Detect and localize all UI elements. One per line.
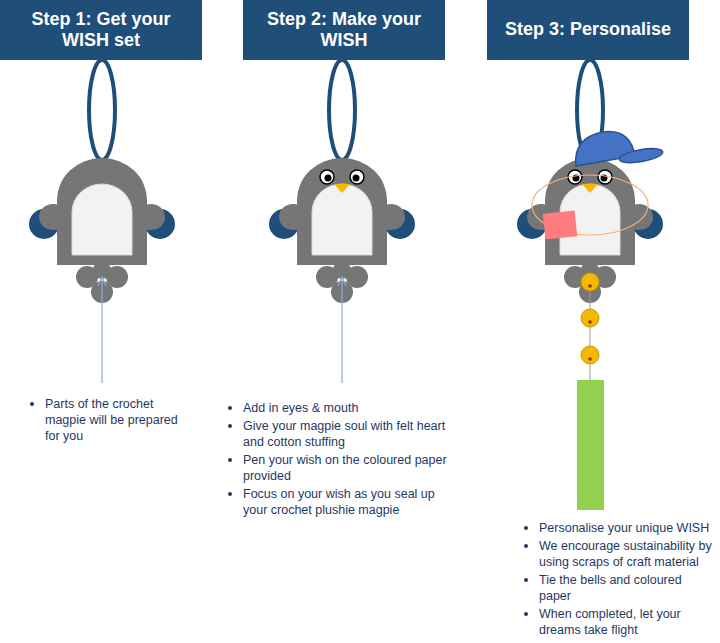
- plain-magpie: [29, 60, 175, 383]
- step-title: Step 3: Personalise: [505, 19, 671, 40]
- bullet-item: Tie the bells and coloured paper: [522, 572, 714, 604]
- bullet-item: Pen your wish on the coloured paper prov…: [226, 452, 462, 484]
- step-header: Step 1: Get your WISH set: [0, 0, 202, 60]
- instruction-text: Parts of the crochet magpie will be prep…: [45, 397, 178, 443]
- bullet-dot: [524, 578, 528, 582]
- bullet-item: When completed, let your dreams take fli…: [522, 606, 714, 638]
- step-title: Step 2: Make your WISH: [251, 9, 437, 51]
- bullet-list: Add in eyes & mouthGive your magpie soul…: [226, 400, 462, 520]
- step-header: Step 2: Make your WISH: [243, 0, 445, 60]
- bullet-item: Give your magpie soul with felt heart an…: [226, 418, 462, 450]
- bullet-dot: [524, 544, 528, 548]
- bullet-dot: [228, 406, 232, 410]
- bullet-item: Parts of the crochet magpie will be prep…: [28, 396, 188, 444]
- bullet-item: Focus on your wish as you seal up your c…: [226, 486, 462, 518]
- instruction-text: Focus on your wish as you seal up your c…: [243, 487, 435, 517]
- bullet-list: Personalise your unique WISH We encourage…: [522, 520, 714, 640]
- instruction-text: When completed, let your dreams take fli…: [539, 607, 681, 637]
- step-header: Step 3: Personalise: [487, 0, 689, 60]
- bullet-dot: [228, 424, 232, 428]
- instruction-text: We encourage sustainability by using scr…: [539, 539, 712, 569]
- decorated-magpie: [517, 60, 664, 510]
- instruction-text: Tie the bells and coloured paper: [539, 573, 682, 603]
- bullet-item: Personalise your unique WISH: [522, 520, 714, 536]
- instruction-text: Add in eyes & mouth: [243, 401, 358, 415]
- instruction-text: Give your magpie soul with felt heart an…: [243, 419, 445, 449]
- faced-magpie: [269, 60, 415, 383]
- bullet-dot: [228, 458, 232, 462]
- instruction-text: Personalise your unique WISH: [539, 521, 709, 535]
- bullet-dot: [228, 492, 232, 496]
- bullet-item: Add in eyes & mouth: [226, 400, 462, 416]
- bullet-list: Parts of the crochet magpie will be prep…: [28, 396, 188, 446]
- bullet-dot: [524, 526, 528, 530]
- step-title: Step 1: Get your WISH set: [8, 9, 194, 51]
- instruction-text: Pen your wish on the coloured paper prov…: [243, 453, 447, 483]
- bullet-item: We encourage sustainability by using scr…: [522, 538, 714, 570]
- bullet-dot: [30, 402, 34, 406]
- bullet-dot: [524, 612, 528, 616]
